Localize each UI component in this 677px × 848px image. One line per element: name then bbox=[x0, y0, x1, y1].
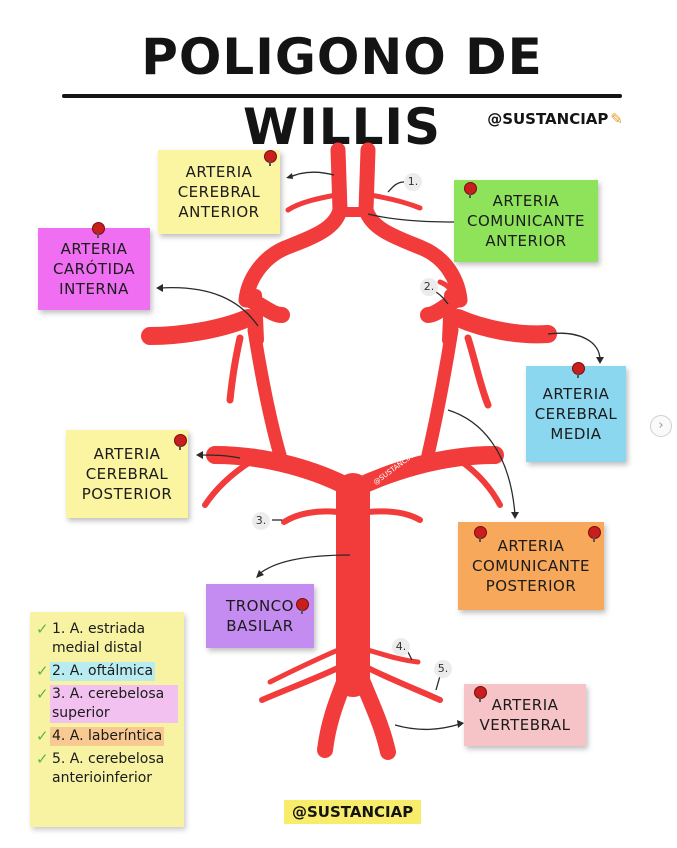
arrow-vertebral bbox=[395, 724, 460, 729]
check-icon: ✓ bbox=[36, 727, 50, 746]
label-tronco-basilar: TRONCO BASILAR bbox=[206, 584, 314, 648]
arrowhead-acp bbox=[196, 451, 203, 459]
aica-left bbox=[262, 668, 338, 700]
legend-text: 1. A. estriada medial distal bbox=[50, 620, 178, 658]
arrowhead-acm bbox=[596, 357, 604, 364]
vertebral-right bbox=[362, 680, 388, 752]
middle-cerebral-artery-left bbox=[150, 318, 248, 336]
legend-text: 3. A. cerebelosa superior bbox=[50, 685, 178, 723]
marker-3: 3. bbox=[252, 512, 270, 530]
branches-legend: ✓ 1. A. estriada medial distal ✓ 2. A. o… bbox=[30, 612, 184, 827]
chevron-right-icon[interactable]: › bbox=[650, 415, 672, 437]
legend-item: ✓ 5. A. cerebelosa anterioinferior bbox=[36, 750, 178, 788]
posterior-communicating-right bbox=[428, 330, 452, 455]
legend-item: ✓ 1. A. estriada medial distal bbox=[36, 620, 178, 658]
pushpin-icon bbox=[474, 686, 487, 699]
label-arteria-cerebral-media: ARTERIA CEREBRAL MEDIA bbox=[526, 366, 626, 462]
labyrinthine-left bbox=[270, 650, 338, 682]
arrow-aca bbox=[288, 172, 334, 178]
marker-1: 1. bbox=[404, 173, 422, 191]
legend-item: ✓ 3. A. cerebelosa superior bbox=[36, 685, 178, 723]
check-icon: ✓ bbox=[36, 620, 50, 639]
superior-cerebellar-right bbox=[368, 511, 420, 520]
pca-branch-right bbox=[462, 462, 500, 505]
superior-cerebellar-left bbox=[284, 511, 338, 522]
label-arteria-cerebral-anterior: ARTERIA CEREBRAL ANTERIOR bbox=[158, 150, 280, 234]
legend-text: 2. A. oftálmica bbox=[50, 662, 155, 681]
mca-branch-right bbox=[468, 338, 488, 405]
vertebral-left bbox=[325, 680, 345, 750]
pushpin-icon bbox=[572, 362, 585, 375]
check-icon: ✓ bbox=[36, 662, 50, 681]
pushpin-icon bbox=[296, 598, 309, 611]
legend-text: 5. A. cerebelosa anterioinferior bbox=[50, 750, 178, 788]
marker-2: 2. bbox=[420, 278, 438, 296]
marker-5: 5. bbox=[434, 660, 452, 678]
arrowhead-apcom bbox=[511, 512, 519, 519]
pushpin-icon bbox=[588, 526, 601, 539]
arrow-num1 bbox=[388, 182, 404, 192]
label-arteria-carotida-interna: ARTERIA CARÓTIDA INTERNA bbox=[38, 228, 150, 310]
arrowhead-aca bbox=[286, 173, 293, 179]
pushpin-icon bbox=[464, 182, 477, 195]
legend-item: ✓ 4. A. laberíntica bbox=[36, 727, 178, 746]
check-icon: ✓ bbox=[36, 685, 50, 704]
arrowhead-vertebral bbox=[457, 720, 464, 728]
label-arteria-cerebral-posterior: ARTERIA CEREBRAL POSTERIOR bbox=[66, 430, 188, 518]
aica-right bbox=[368, 668, 440, 700]
pushpin-icon bbox=[174, 434, 187, 447]
middle-cerebral-artery-right bbox=[458, 318, 548, 334]
marker-4: 4. bbox=[392, 638, 410, 656]
posterior-communicating-left bbox=[254, 330, 280, 455]
striate-branch-left bbox=[288, 195, 336, 210]
pushpin-icon bbox=[92, 222, 105, 235]
legend-text: 4. A. laberíntica bbox=[50, 727, 164, 746]
footer-handle: @SUSTANCIAP bbox=[284, 800, 421, 824]
mca-branch-left bbox=[230, 338, 240, 400]
pca-branch-left bbox=[205, 462, 250, 505]
arrowhead-aci bbox=[156, 284, 163, 292]
arrow-num5 bbox=[436, 676, 440, 690]
legend-item: ✓ 2. A. oftálmica bbox=[36, 662, 178, 681]
striate-branch-right bbox=[370, 195, 420, 208]
pushpin-icon bbox=[474, 526, 487, 539]
pushpin-icon bbox=[264, 150, 277, 163]
check-icon: ✓ bbox=[36, 750, 50, 769]
